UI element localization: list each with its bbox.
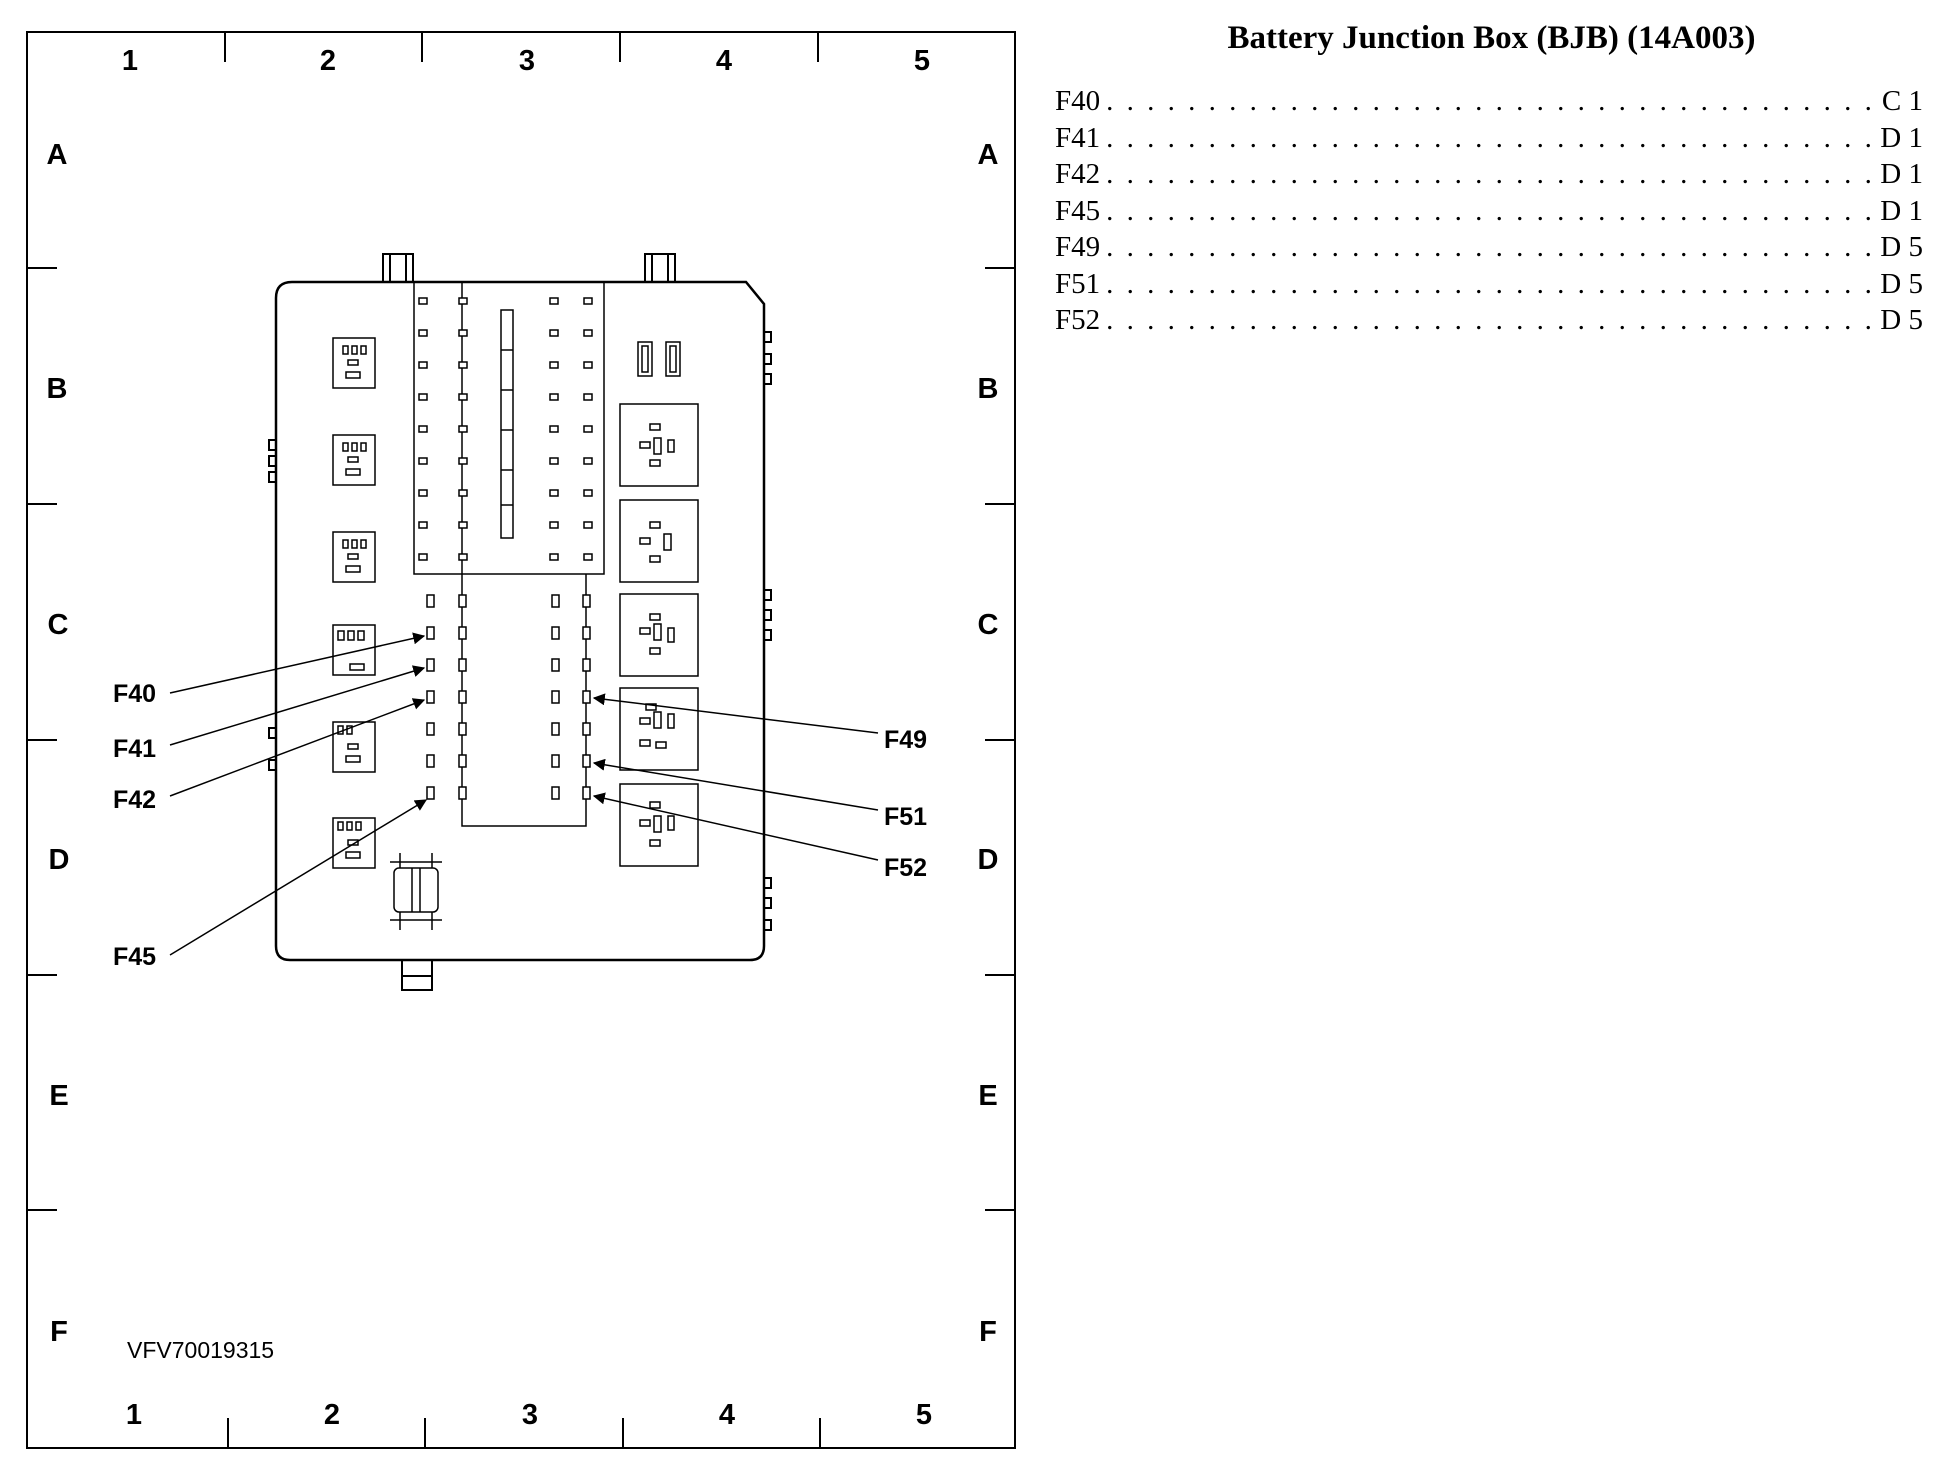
index-leader-dots [1106,83,1878,120]
index-leader-dots [1106,229,1876,266]
index-leader-dots [1106,120,1876,157]
index-fuse: F40 [1055,85,1101,117]
index-leader-dots [1106,156,1876,193]
leader-f40 [169,632,426,694]
grid-column-labels-bottom: 1 2 3 4 5 [126,1399,932,1431]
row-label-e-left: E [49,1080,68,1112]
col-label-2-top: 2 [320,45,336,77]
col-label-3-top: 3 [519,45,535,77]
col-label-2-bottom: 2 [324,1399,340,1431]
index-location: D 1 [1880,158,1923,190]
row-label-d-left: D [49,844,70,876]
col-label-5-top: 5 [914,45,930,77]
index-location: D 5 [1880,267,1923,300]
index-location: D 1 [1880,121,1923,154]
index-row: F42 D 1 [1055,156,1923,193]
index-fuse: F45 [1055,194,1101,227]
row-label-f-left: F [50,1316,68,1348]
col-label-1-bottom: 1 [126,1399,142,1431]
grid-row-labels-right: A B C D E F [978,139,999,1348]
callout-leaders [169,632,879,956]
index-fuse: F49 [1055,231,1101,263]
leader-f51 [592,758,879,811]
col-label-5-bottom: 5 [916,1399,932,1431]
index-location: D 5 [1880,231,1923,263]
col-label-1-top: 1 [122,45,138,77]
row-label-b-right: B [978,373,999,405]
figure-id: VFV70019315 [127,1337,274,1363]
callout-f49: F49 [884,726,927,754]
callout-f51: F51 [884,803,927,831]
col-label-4-top: 4 [716,45,732,77]
index-row: F49 D 5 [1055,229,1923,266]
maxi-fuse-component [390,853,442,930]
index-location: D 1 [1880,194,1923,227]
index-row: F40 C 1 [1055,83,1923,120]
row-label-f-right: F [979,1316,997,1348]
grid-column-labels-top: 1 2 3 4 5 [122,45,930,77]
leader-f45 [169,799,428,956]
grid-row-labels-left: A B C D E F [47,139,70,1348]
index-row: F52 D 5 [1055,302,1923,339]
row-label-d-right: D [978,844,999,876]
callout-f42: F42 [113,786,156,814]
left-relay-sockets [332,337,376,869]
callout-f52: F52 [884,854,927,882]
row-label-c-left: C [48,609,69,641]
row-label-e-right: E [978,1080,997,1112]
junction-box-body [268,253,772,991]
leader-f52 [592,792,879,861]
index-row: F41 D 1 [1055,120,1923,157]
index-fuse: F41 [1055,121,1101,154]
index-leader-dots [1106,193,1876,230]
index-row: F45 D 1 [1055,193,1923,230]
callout-f45: F45 [113,943,156,971]
index-fuse: F42 [1055,158,1101,190]
row-label-c-right: C [978,609,999,641]
index-leader-dots [1106,266,1876,303]
index-fuse: F52 [1055,304,1101,336]
col-label-3-bottom: 3 [522,1399,538,1431]
callout-f40: F40 [113,680,156,708]
leader-f49 [592,693,879,734]
row-label-b-left: B [47,373,68,405]
index-leader-dots [1106,302,1876,339]
upper-fuse-slots [418,297,593,561]
col-label-4-bottom: 4 [719,1399,735,1431]
leader-f42 [169,698,426,797]
callout-f41: F41 [113,735,156,763]
callout-labels: F40 F41 F42 F45 F49 F51 F52 [113,680,927,971]
index-row: F51 D 5 [1055,266,1923,303]
index-location: C 1 [1881,85,1923,117]
index-fuse: F51 [1055,267,1101,300]
grid-frame [26,31,1016,1449]
row-label-a-right: A [978,139,999,171]
row-label-a-left: A [47,139,68,171]
fuse-location-index: Battery Junction Box (BJB) (14A003) F40 … [1055,20,1923,339]
battery-junction-box-diagram: 1 2 3 4 5 1 2 3 4 5 A B C D E F A B C D … [26,31,1016,1449]
leader-f41 [169,665,426,746]
index-title: Battery Junction Box (BJB) (14A003) [1227,20,1756,56]
lower-fuse-slots [426,594,591,800]
index-location: D 5 [1880,304,1923,336]
right-relays [619,341,699,867]
